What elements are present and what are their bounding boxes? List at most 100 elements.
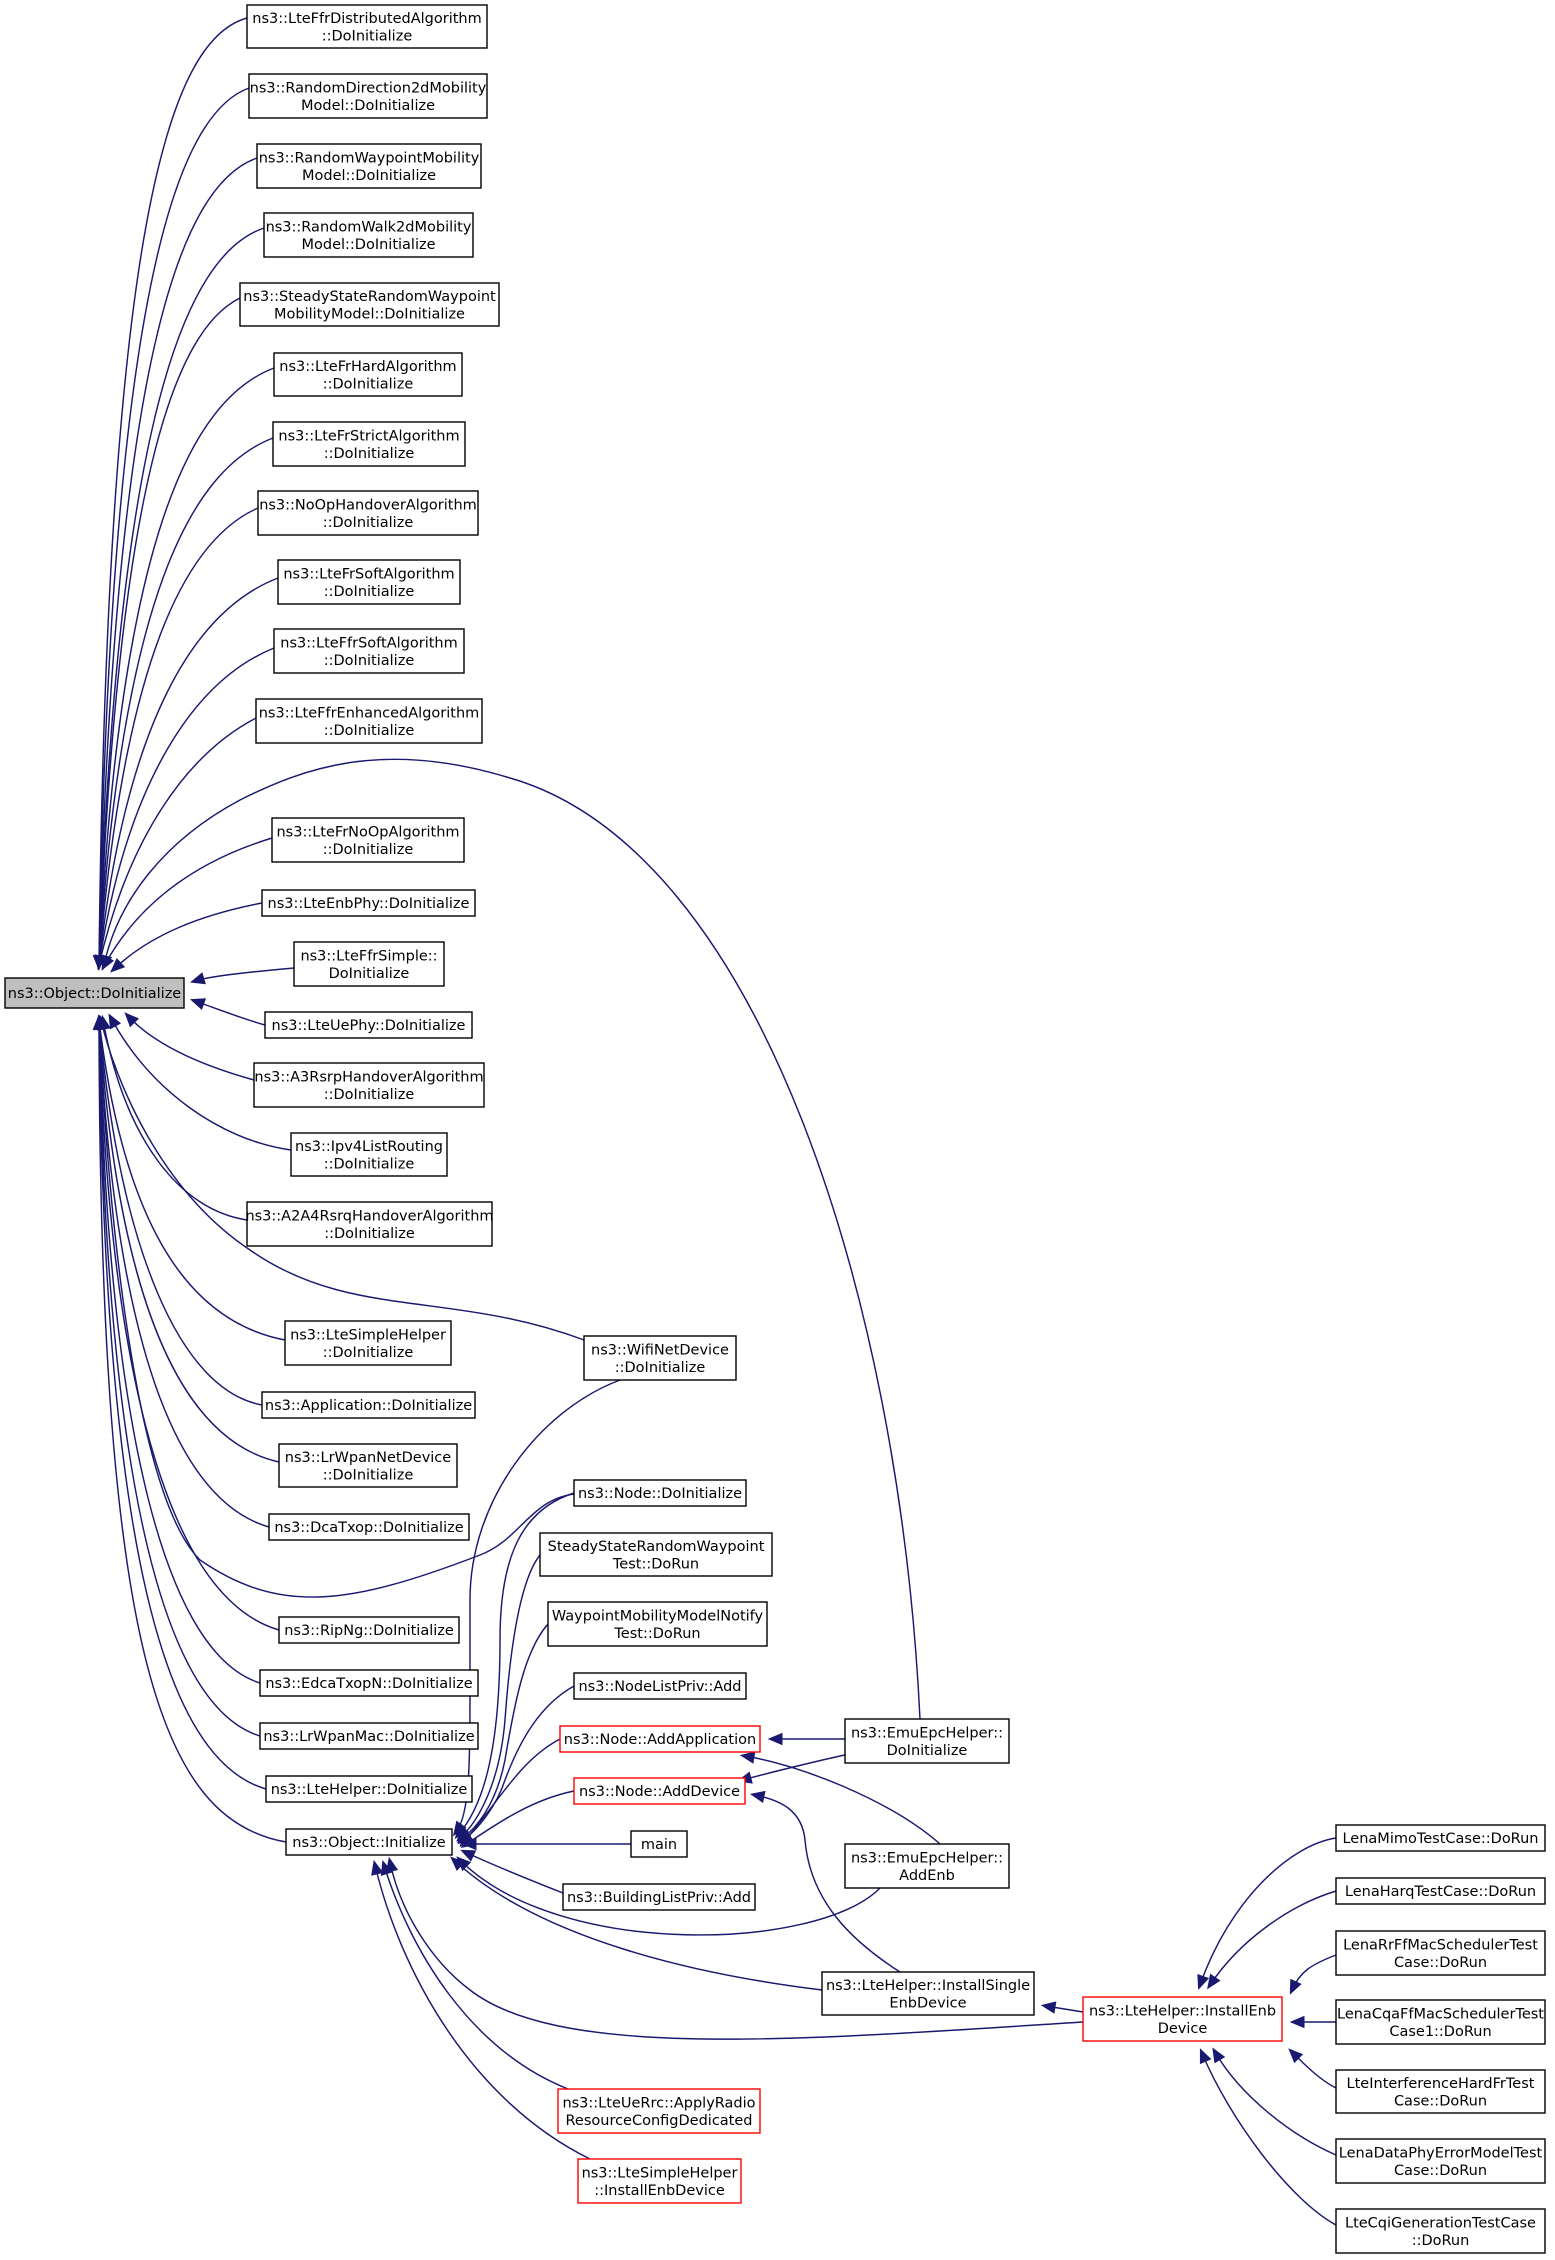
node-emuadd[interactable]: ns3::EmuEpcHelper::AddEnb — [844, 1843, 1010, 1889]
node-label-line: ::DoInitialize — [324, 1087, 415, 1103]
node-simpleinstall[interactable]: ns3::LteSimpleHelper::InstallEnbDevice — [577, 2158, 742, 2204]
node-label-line: ns3::LteFfrDistributedAlgorithm — [252, 11, 481, 27]
call-edge-n9-to-root — [98, 577, 279, 966]
node-harq[interactable]: LenaHarqTestCase::DoRun — [1335, 1877, 1546, 1905]
call-edge-mimo-to-installenb — [1199, 1837, 1337, 1986]
node-label-line: LenaHarqTestCase::DoRun — [1345, 1884, 1536, 1900]
node-n19[interactable]: ns3::LteSimpleHelper::DoInitialize — [284, 1320, 452, 1366]
node-label-line: ::DoInitialize — [324, 653, 415, 669]
node-label-line: ::DoInitialize — [324, 723, 415, 739]
call-edge-n23-to-root — [98, 1019, 280, 1631]
node-label-line: ns3::LteFrHardAlgorithm — [279, 359, 456, 375]
node-box — [257, 490, 479, 536]
node-label-line: ns3::Node::AddDevice — [579, 1784, 740, 1800]
arrowhead — [1288, 2048, 1304, 2064]
call-edge-n15-to-root — [194, 1000, 266, 1026]
node-n7[interactable]: ns3::LteFrStrictAlgorithm::DoInitialize — [272, 421, 466, 467]
node-n4[interactable]: ns3::RandomWalk2dMobilityModel::DoInitia… — [263, 212, 474, 258]
node-building[interactable]: ns3::BuildingListPriv::Add — [562, 1883, 756, 1911]
node-n20[interactable]: ns3::Application::DoInitialize — [261, 1391, 476, 1419]
call-edge-n5-to-root — [98, 297, 241, 966]
node-n18[interactable]: ns3::A2A4RsrqHandoverAlgorithm::DoInitia… — [245, 1201, 494, 1247]
node-n5[interactable]: ns3::SteadyStateRandomWaypointMobilityMo… — [239, 282, 500, 327]
node-label-line: ns3::Object::DoInitialize — [8, 986, 182, 1002]
node-n6[interactable]: ns3::LteFrHardAlgorithm::DoInitialize — [273, 352, 463, 397]
call-edge-adddev-to-init — [464, 1790, 575, 1846]
node-n2[interactable]: ns3::RandomDirection2dMobilityModel::DoI… — [248, 73, 488, 119]
node-n9[interactable]: ns3::LteFrSoftAlgorithm::DoInitialize — [277, 559, 461, 605]
call-edge-ssrwt-to-init — [459, 1554, 541, 1839]
call-edge-n8-to-root — [98, 507, 259, 966]
node-n14[interactable]: ns3::LteFfrSimple::DoInitialize — [293, 941, 445, 987]
node-root[interactable]: ns3::Object::DoInitialize — [4, 977, 185, 1009]
node-label-line: ns3::LrWpanNetDevice — [285, 1450, 452, 1466]
node-cqigen[interactable]: LteCqiGenerationTestCase::DoRun — [1335, 2208, 1546, 2254]
node-label-line: ns3::NoOpHandoverAlgorithm — [259, 497, 477, 513]
node-box — [264, 1011, 473, 1039]
node-n16[interactable]: ns3::A3RsrpHandoverAlgorithm::DoInitiali… — [253, 1062, 485, 1108]
call-edge-nodeinit-to-root — [98, 1019, 575, 1598]
node-label-line: Case::DoRun — [1394, 1955, 1487, 1971]
node-n12[interactable]: ns3::LteFrNoOpAlgorithm::DoInitialize — [271, 817, 465, 863]
node-main[interactable]: main — [630, 1830, 688, 1858]
node-addapp[interactable]: ns3::Node::AddApplication — [559, 1725, 761, 1753]
node-label-line: ns3::A3RsrpHandoverAlgorithm — [254, 1069, 483, 1085]
node-n26[interactable]: ns3::LteHelper::DoInitialize — [265, 1775, 473, 1803]
arrowhead-layer — [92, 954, 1305, 2065]
node-label-line: ns3::RandomWaypointMobility — [259, 150, 480, 166]
node-installenb[interactable]: ns3::LteHelper::InstallEnbDevice — [1082, 1996, 1283, 2042]
node-box — [293, 941, 445, 987]
node-box — [562, 1883, 756, 1911]
node-n22[interactable]: ns3::DcaTxop::DoInitialize — [268, 1513, 470, 1541]
node-adddev[interactable]: ns3::Node::AddDevice — [573, 1777, 746, 1805]
node-label-line: MobilityModel::DoInitialize — [274, 306, 465, 322]
node-box — [1335, 1999, 1546, 2045]
node-emuinit[interactable]: ns3::EmuEpcHelper::DoInitialize — [844, 1718, 1010, 1764]
node-wifi[interactable]: ns3::WifiNetDevice::DoInitialize — [583, 1335, 737, 1381]
arrowhead — [1289, 2015, 1305, 2029]
node-n15[interactable]: ns3::LteUePhy::DoInitialize — [264, 1011, 473, 1039]
node-label-line: ::DoInitialize — [323, 515, 414, 531]
call-edge-nodeinit-to-init — [457, 1492, 575, 1836]
node-n21[interactable]: ns3::LrWpanNetDevice::DoInitialize — [278, 1443, 458, 1488]
node-label-line: ns3::RandomDirection2dMobility — [250, 80, 487, 96]
node-n17[interactable]: ns3::Ipv4ListRouting::DoInitialize — [290, 1132, 448, 1177]
node-n24[interactable]: ns3::EdcaTxopN::DoInitialize — [259, 1669, 479, 1697]
node-n11[interactable]: ns3::LteFfrEnhancedAlgorithm::DoInitiali… — [255, 698, 483, 744]
node-box — [239, 282, 500, 327]
node-n25[interactable]: ns3::LrWpanMac::DoInitialize — [259, 1722, 479, 1750]
node-n10[interactable]: ns3::LteFfrSoftAlgorithm::DoInitialize — [273, 628, 465, 674]
node-box — [268, 1513, 470, 1541]
call-edge-n19-to-root — [98, 1019, 286, 1341]
arrowhead — [190, 998, 207, 1011]
call-edge-n4-to-root — [98, 227, 265, 966]
node-mimo[interactable]: LenaMimoTestCase::DoRun — [1335, 1824, 1546, 1852]
node-box — [290, 1132, 448, 1177]
node-n1[interactable]: ns3::LteFfrDistributedAlgorithm::DoIniti… — [246, 4, 488, 49]
node-n8[interactable]: ns3::NoOpHandoverAlgorithm::DoInitialize — [257, 490, 479, 536]
call-edge-dataphy-to-installenb — [1214, 2051, 1337, 2156]
node-nodeinit[interactable]: ns3::Node::DoInitialize — [573, 1479, 747, 1507]
node-n3[interactable]: ns3::RandomWaypointMobilityModel::DoInit… — [256, 143, 482, 189]
node-uerrc[interactable]: ns3::LteUeRrc::ApplyRadioResourceConfigD… — [557, 2088, 761, 2134]
arrowhead — [1197, 1973, 1210, 1990]
node-n23[interactable]: ns3::RipNg::DoInitialize — [278, 1616, 460, 1644]
node-n13[interactable]: ns3::LteEnbPhy::DoInitialize — [261, 889, 476, 917]
node-label-line: ns3::WifiNetDevice — [591, 1342, 729, 1358]
node-box — [261, 1391, 476, 1419]
node-label-line: LenaDataPhyErrorModelTest — [1339, 2145, 1543, 2161]
node-label-line: ns3::RipNg::DoInitialize — [284, 1623, 454, 1639]
node-label-line: ns3::LteFfrSoftAlgorithm — [280, 635, 457, 651]
node-init[interactable]: ns3::Object::Initialize — [285, 1828, 453, 1856]
call-edge-n20-to-root — [98, 1019, 263, 1406]
node-nodelist[interactable]: ns3::NodeListPriv::Add — [573, 1672, 747, 1700]
call-edge-installenb-to-init — [389, 1861, 1084, 2040]
